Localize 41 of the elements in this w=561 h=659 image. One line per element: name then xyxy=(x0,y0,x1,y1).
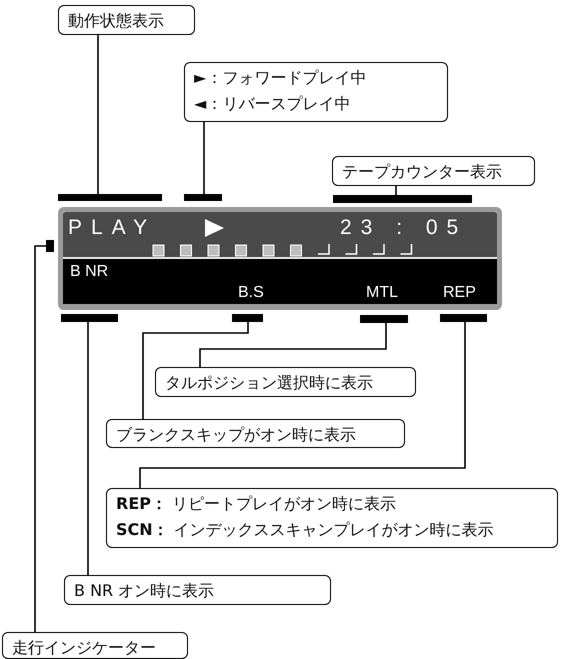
indicator-bar xyxy=(61,314,118,322)
display-text: PLAY xyxy=(68,216,156,240)
indicator-bar xyxy=(333,195,472,203)
callout-box xyxy=(58,5,195,35)
indicator-bar xyxy=(58,194,162,201)
leader-line xyxy=(199,323,387,367)
indicator-bar xyxy=(440,314,487,322)
display-text: B NR xyxy=(70,263,108,281)
leader-line xyxy=(87,322,89,575)
leader-line xyxy=(142,322,249,419)
leader-line xyxy=(395,186,397,195)
callout-text: ◄：リバースプレイ中 xyxy=(194,93,352,115)
callout-text: 動作状態表示 xyxy=(68,10,165,32)
leader-line xyxy=(203,122,205,194)
leader-line xyxy=(97,35,99,194)
callout-box xyxy=(106,488,558,548)
display-text: 23 : 05 xyxy=(340,216,468,240)
callout-box xyxy=(332,156,535,186)
callout-box xyxy=(2,632,188,659)
indicator-bar xyxy=(184,194,222,201)
callout-box xyxy=(64,575,331,605)
indicator-bar xyxy=(360,315,408,323)
callout-text: B NR オン時に表示 xyxy=(74,580,216,602)
callout-text: ブランクスキップがオン時に表示 xyxy=(116,424,357,446)
display-text: MTL xyxy=(366,284,398,302)
callout-text: テープカウンター表示 xyxy=(342,161,503,183)
callout-text: ►：フォワードプレイ中 xyxy=(194,67,368,89)
leader-line xyxy=(139,322,466,488)
callout-text: 走行インジケーター xyxy=(12,637,157,659)
callout-box xyxy=(155,367,416,397)
display-text: REP xyxy=(443,284,476,302)
callout-box xyxy=(106,419,405,448)
leader-line xyxy=(34,245,46,632)
display-panel xyxy=(58,207,502,310)
callout-text: REP： リピートプレイがオン時に表示 xyxy=(116,493,398,515)
display-text: B.S xyxy=(238,284,264,302)
callout-text: SCN： インデックススキャンプレイがオン時に表示 xyxy=(116,519,495,541)
callout-text: タルポジション選択時に表示 xyxy=(165,372,374,394)
callout-box xyxy=(184,62,448,122)
indicator-bar xyxy=(46,240,54,252)
indicator-bar xyxy=(232,314,263,322)
